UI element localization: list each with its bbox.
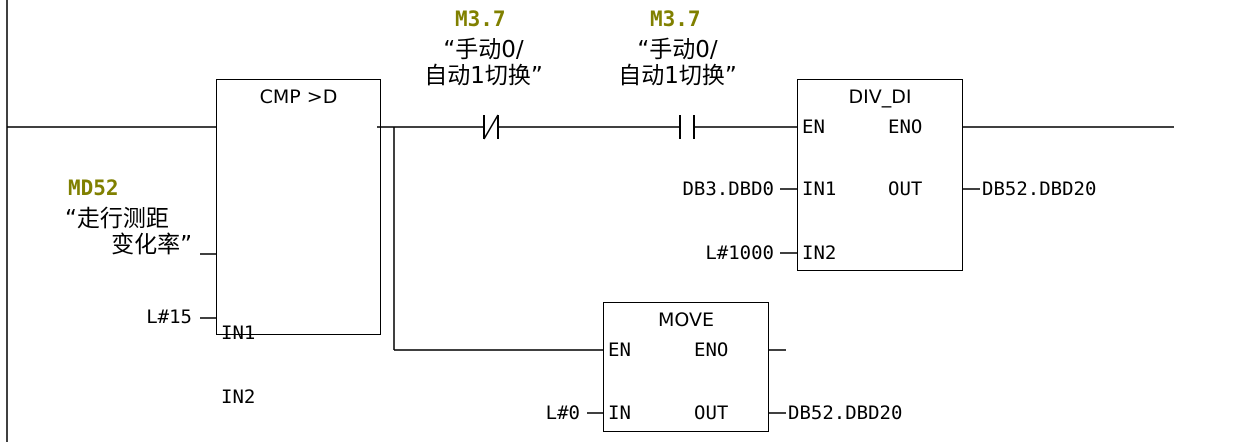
cmp-in1-address: MD52 [68,176,119,200]
comment-line: 自动1切换” [424,63,543,89]
no-contact-symbol [679,115,695,139]
pin-in1: IN1 [802,178,837,200]
block-title: DIV_DI [848,86,912,108]
pin-out: OUT [888,178,923,200]
cmp-gt-d-block[interactable]: CMP >D IN1 IN2 [216,79,381,407]
move-out-operand: DB52.DBD20 [788,402,903,424]
block-title: CMP >D [259,86,338,108]
pin-en: EN [802,116,825,138]
comment-line: 自动1切换” [618,63,737,89]
cmp-in1-comment: “走行测距 变化率” [40,206,192,258]
pin-eno: ENO [694,339,729,361]
move-block[interactable]: MOVE EN ENO IN OUT [603,302,769,432]
div-in2-operand: L#1000 [705,242,774,264]
pin-in2: IN2 [221,386,256,408]
pin-en: EN [608,339,631,361]
pin-in2: IN2 [802,242,837,264]
nc-contact-address: M3.7 [455,7,506,31]
no-contact-address: M3.7 [650,7,701,31]
pin-eno: ENO [888,116,923,138]
cmp-in2-operand: L#15 [146,306,192,328]
div-di-block[interactable]: DIV_DI EN ENO IN1 OUT IN2 [797,79,963,271]
comment-line: “手动0/ [637,37,718,63]
comment-line: “手动0/ [443,37,524,63]
no-contact-comment: “手动0/ 自动1切换” [590,37,765,89]
pin-out: OUT [694,402,729,424]
comment-line: “走行测距 [65,206,169,232]
div-in1-operand: DB3.DBD0 [682,178,774,200]
pin-in: IN [608,402,631,424]
nc-contact-symbol [483,114,499,140]
pin-in1: IN1 [221,322,256,344]
div-out-operand: DB52.DBD20 [982,178,1097,200]
nc-contact-comment: “手动0/ 自动1切换” [396,37,571,89]
move-in-operand: L#0 [545,402,580,424]
block-title: MOVE [657,309,715,331]
comment-line: 变化率” [111,232,192,258]
